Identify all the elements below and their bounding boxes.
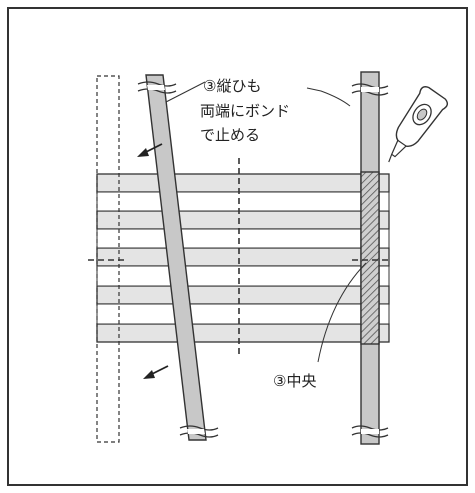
horizontal-band (96, 247, 390, 267)
horizontal-band (96, 210, 390, 230)
band-gap (96, 191, 390, 212)
leader-line-top-left (165, 81, 206, 103)
label-chuou: ③中央 (273, 372, 316, 390)
horizontal-band (96, 323, 390, 343)
arrow-left-down-icon (143, 365, 169, 379)
band-gap (96, 303, 390, 325)
band-gap (96, 228, 390, 249)
dashed-strip-outline (96, 75, 120, 443)
label-de-tomeru: で止める (200, 126, 260, 144)
arrow-left-down-icon (137, 143, 163, 157)
slanted-vertical-strip (137, 74, 219, 441)
label-tate-himo: ③縦ひも (203, 77, 261, 95)
right-vertical-strip (351, 71, 389, 445)
band-gap (96, 265, 390, 287)
glue-bottle-icon (388, 86, 449, 163)
leader-line-top-right (306, 87, 351, 107)
horizontal-band (96, 173, 390, 193)
label-ryouhashi-bond: 両端にボンド (200, 102, 290, 120)
leader-line-center (317, 262, 367, 363)
hatched-glue-area (360, 171, 380, 345)
